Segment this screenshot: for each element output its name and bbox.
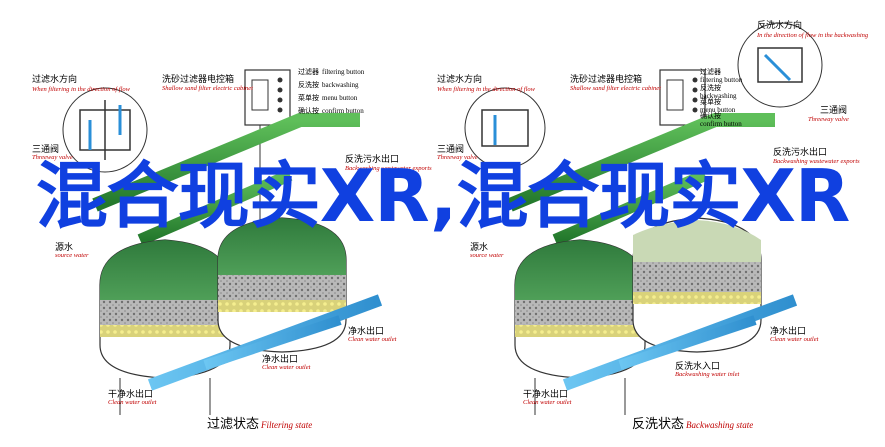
svg-text:In the direction of flow in th: In the direction of flow in the backwash… — [756, 32, 869, 39]
svg-text:反洗污水出口: 反洗污水出口 — [773, 146, 827, 158]
svg-text:确认按: 确认按 — [700, 111, 721, 120]
svg-text:Backwashing wastewater exports: Backwashing wastewater exports — [345, 165, 432, 172]
left-direction-label: 过滤水方向 — [32, 73, 77, 85]
overlay-watermark-text: 混合现实XR,混合现实XR — [35, 154, 851, 238]
right-valve-detail-circle — [464, 87, 546, 169]
svg-text:When filtering in the directio: When filtering in the direction of flow — [32, 86, 131, 93]
svg-text:干净水出口: 干净水出口 — [523, 388, 568, 400]
svg-text:洗砂过滤器电控箱: 洗砂过滤器电控箱 — [162, 73, 234, 85]
svg-text:源水: 源水 — [470, 241, 488, 253]
right-button-labels: 过滤器 filtering button 反洗按 backwashing 菜单按… — [700, 67, 743, 128]
right-tank-1 — [514, 239, 646, 415]
svg-text:When filtering in the directio: When filtering in the direction of flow — [437, 86, 536, 93]
svg-text:反洗按: 反洗按 — [298, 80, 319, 89]
svg-text:洗砂过滤器电控箱: 洗砂过滤器电控箱 — [570, 73, 642, 85]
svg-text:backwashing: backwashing — [322, 81, 359, 89]
right-state-title: 反洗状态 — [632, 417, 684, 432]
svg-text:Clean water outlet: Clean water outlet — [523, 399, 572, 406]
right-top-valve-circle — [737, 22, 823, 108]
svg-text:反洗按: 反洗按 — [700, 83, 721, 92]
svg-text:Backwashing state: Backwashing state — [686, 420, 753, 430]
svg-text:filtering button: filtering button — [322, 68, 365, 76]
svg-text:源水: 源水 — [55, 241, 73, 253]
right-panel: 反洗水方向 In the direction of flow in the ba… — [437, 19, 869, 432]
left-tank-2 — [217, 217, 347, 353]
left-tank-1 — [99, 239, 231, 415]
svg-text:净水出口: 净水出口 — [770, 325, 806, 337]
left-button-labels: 过滤器 filtering button 反洗按 backwashing 菜单按… — [298, 67, 365, 115]
svg-text:过滤器: 过滤器 — [298, 67, 319, 76]
svg-text:Backwashing water inlet: Backwashing water inlet — [675, 371, 739, 378]
svg-text:菜单按: 菜单按 — [700, 97, 721, 106]
svg-text:Shallow sand filter electric c: Shallow sand filter electric cabinet — [570, 85, 661, 92]
svg-text:source water: source water — [470, 252, 504, 259]
svg-text:过滤水方向: 过滤水方向 — [437, 73, 482, 85]
svg-text:干净水出口: 干净水出口 — [108, 388, 153, 400]
svg-text:三通阀: 三通阀 — [437, 144, 464, 155]
svg-text:Threeway valve: Threeway valve — [437, 154, 478, 161]
svg-text:净水出口: 净水出口 — [262, 353, 298, 365]
svg-text:menu button: menu button — [322, 94, 358, 102]
svg-text:过滤器: 过滤器 — [700, 67, 721, 76]
svg-text:三通阀: 三通阀 — [32, 144, 59, 155]
svg-text:确认按: 确认按 — [298, 106, 319, 115]
svg-text:menu button: menu button — [700, 106, 736, 114]
svg-text:Clean water outlet: Clean water outlet — [262, 364, 311, 371]
svg-text:Shallow sand filter electric c: Shallow sand filter electric cabinet — [162, 85, 253, 92]
svg-text:Threeway valve: Threeway valve — [32, 154, 73, 161]
svg-text:Backwashing wastewater exports: Backwashing wastewater exports — [773, 158, 860, 165]
backwash-pipe — [92, 113, 360, 212]
svg-text:反洗水方向: 反洗水方向 — [757, 19, 802, 31]
left-state-title: 过滤状态 — [207, 417, 259, 432]
svg-text:Filtering state: Filtering state — [260, 420, 312, 430]
svg-text:Clean water outlet: Clean water outlet — [348, 336, 397, 343]
svg-text:confirm button: confirm button — [700, 120, 742, 128]
svg-text:净水出口: 净水出口 — [348, 325, 384, 337]
svg-text:反洗污水出口: 反洗污水出口 — [345, 153, 399, 165]
svg-text:反洗水入口: 反洗水入口 — [675, 360, 720, 372]
svg-text:Clean water outlet: Clean water outlet — [108, 399, 157, 406]
svg-text:Clean water outlet: Clean water outlet — [770, 336, 819, 343]
svg-text:confirm button: confirm button — [322, 107, 364, 115]
svg-text:backwashing: backwashing — [700, 92, 737, 100]
left-panel: 过滤水方向 When filtering in the direction of… — [32, 67, 432, 432]
svg-text:菜单按: 菜单按 — [298, 93, 319, 102]
svg-text:Threeway valve: Threeway valve — [808, 116, 849, 123]
svg-text:source water: source water — [55, 252, 89, 259]
svg-text:三通阀: 三通阀 — [820, 105, 847, 116]
svg-text:filtering button: filtering button — [700, 76, 743, 84]
